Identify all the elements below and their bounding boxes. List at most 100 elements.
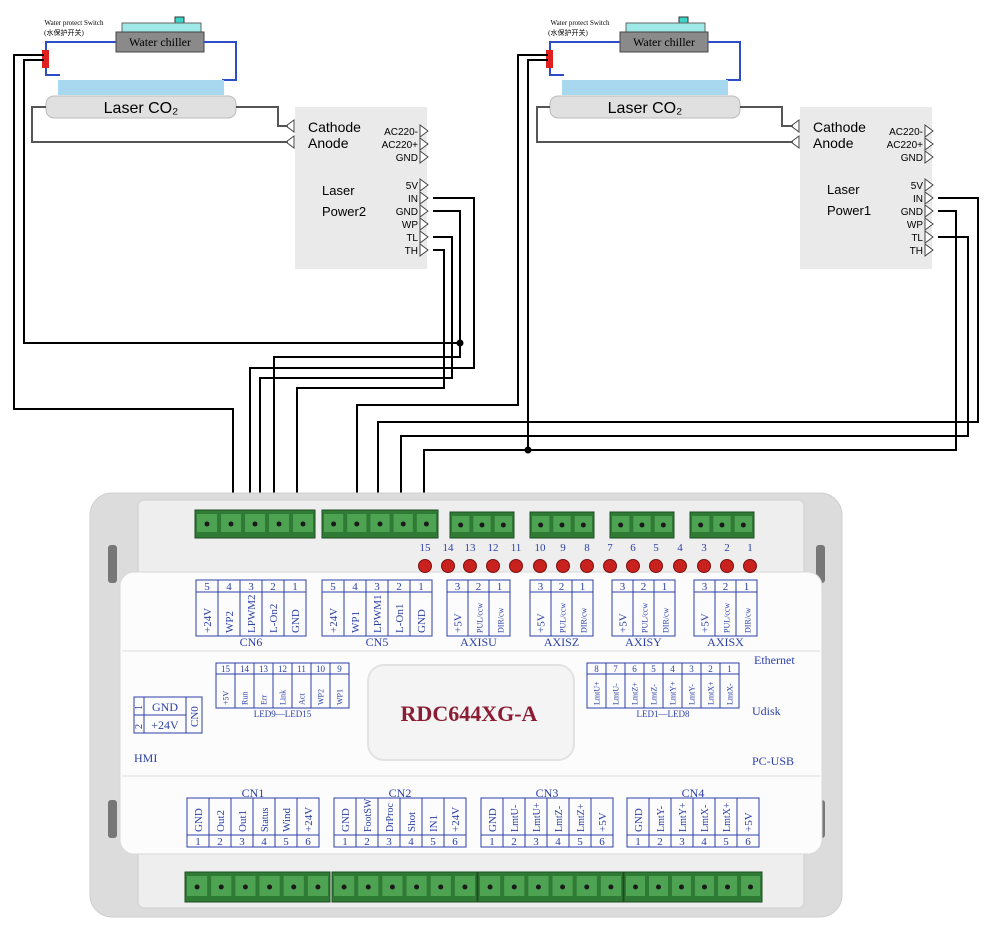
- pin-name: Status: [260, 807, 271, 832]
- pin-number: 4: [408, 836, 414, 848]
- pin-name: L-On1: [394, 604, 406, 633]
- pin-number: 4: [261, 836, 267, 848]
- wp-switch-label-cn: (水保护开关): [548, 28, 588, 37]
- pin-name: WP2: [317, 689, 326, 705]
- water-pipe-in: [549, 41, 620, 76]
- terminal-screw: [679, 884, 684, 890]
- led-number: 10: [535, 542, 547, 554]
- ethernet-label: Ethernet: [754, 653, 795, 667]
- pin-terminal: [924, 178, 934, 192]
- indicator-led: [649, 559, 663, 573]
- led-number: 1: [747, 542, 753, 554]
- right-unit: Water protect Switch (水保护开关) Water chill…: [536, 16, 934, 269]
- laser-tube-jacket: [562, 80, 728, 95]
- pin-name: GND: [633, 808, 645, 832]
- pin-number: 2: [270, 581, 276, 593]
- pin-terminal: [419, 178, 429, 192]
- indicator-led: [580, 559, 594, 573]
- pin-name: +5V: [222, 690, 231, 705]
- pin-label: TL: [406, 233, 418, 244]
- terminal-screw: [656, 884, 661, 890]
- pin-number: 3: [679, 836, 685, 848]
- pin-label: AC220-: [384, 127, 418, 138]
- indicator-led: [486, 559, 500, 573]
- indicator-led: [673, 559, 687, 573]
- pin-name: LmtZ-: [650, 684, 659, 705]
- udisk-label: Udisk: [752, 704, 781, 718]
- pin-number: 2: [708, 664, 713, 674]
- pin-table-frame: [611, 579, 676, 637]
- pin-name: GND: [193, 808, 205, 832]
- wire-lpwm1: [377, 197, 979, 518]
- pin-name: LmtU-: [612, 683, 621, 705]
- cathode-wire: [236, 106, 288, 127]
- pin-number: 4: [701, 836, 707, 848]
- terminal-block: [477, 871, 624, 903]
- pin-number: 5: [204, 581, 210, 593]
- pin-name: +5V: [700, 613, 712, 633]
- pin-name: FootSW: [363, 798, 374, 832]
- connector-name: CN5: [366, 635, 389, 649]
- led-number: 6: [630, 542, 636, 554]
- anode-label: Anode: [308, 135, 349, 151]
- pin-number: 4: [226, 581, 232, 593]
- connector-name: CN1: [242, 786, 265, 800]
- pin-name: PUL/ccw: [559, 603, 568, 633]
- pin-terminal: [924, 124, 934, 138]
- terminal-screw: [500, 522, 506, 528]
- pin-name: +5V: [743, 812, 755, 832]
- terminal-screw: [719, 522, 725, 528]
- terminal-screw: [740, 522, 746, 528]
- pin-label: TL: [911, 233, 923, 244]
- connector-name: AXISY: [625, 635, 662, 649]
- junction-dot: [524, 446, 532, 454]
- pin-terminal: [924, 204, 934, 218]
- signal-wires: [13, 54, 979, 518]
- connector-name: CN4: [682, 786, 705, 800]
- terminal-screw: [725, 884, 730, 890]
- water-chiller-label: Water chiller: [633, 35, 695, 49]
- led-number: 15: [420, 542, 432, 554]
- pin-number: 3: [620, 581, 626, 593]
- pin-number: 3: [248, 581, 254, 593]
- pin-name: GND: [152, 700, 178, 714]
- pin-name: LmtZ+: [576, 803, 587, 832]
- pin-name: LmtU+: [593, 681, 602, 705]
- pin-table-frame: [693, 579, 758, 637]
- terminal-screw: [639, 522, 645, 528]
- pin-name: LmtX-: [700, 805, 711, 832]
- pin-number: 2: [641, 581, 647, 593]
- terminal-screw: [580, 522, 586, 528]
- pin-number: 12: [278, 664, 287, 674]
- pin-name: LmtU-: [510, 805, 521, 832]
- pin-number: 8: [594, 664, 599, 674]
- indicator-led: [603, 559, 617, 573]
- terminal-screw: [365, 884, 371, 890]
- pin-number: 13: [259, 664, 269, 674]
- pin-number: 6: [599, 836, 605, 848]
- cathode-terminal: [285, 119, 295, 133]
- connector-name: CN3: [536, 786, 559, 800]
- pin-name: Err: [260, 694, 269, 705]
- terminal-screw: [608, 884, 614, 890]
- terminal-screw: [276, 521, 282, 527]
- pin-number: 1: [342, 836, 348, 848]
- pin-terminal: [419, 217, 429, 231]
- pin-terminal: [924, 230, 934, 244]
- pin-label: GND: [396, 153, 418, 164]
- terminal-screw: [458, 522, 464, 528]
- pin-number: 1: [134, 705, 145, 710]
- terminal-screw: [267, 884, 273, 890]
- pin-name: +5V: [618, 613, 630, 633]
- pin-number: 2: [217, 836, 223, 848]
- pin-name: DIR/cw: [744, 607, 753, 633]
- pin-number: 5: [430, 836, 436, 848]
- pin-number: 2: [476, 581, 482, 593]
